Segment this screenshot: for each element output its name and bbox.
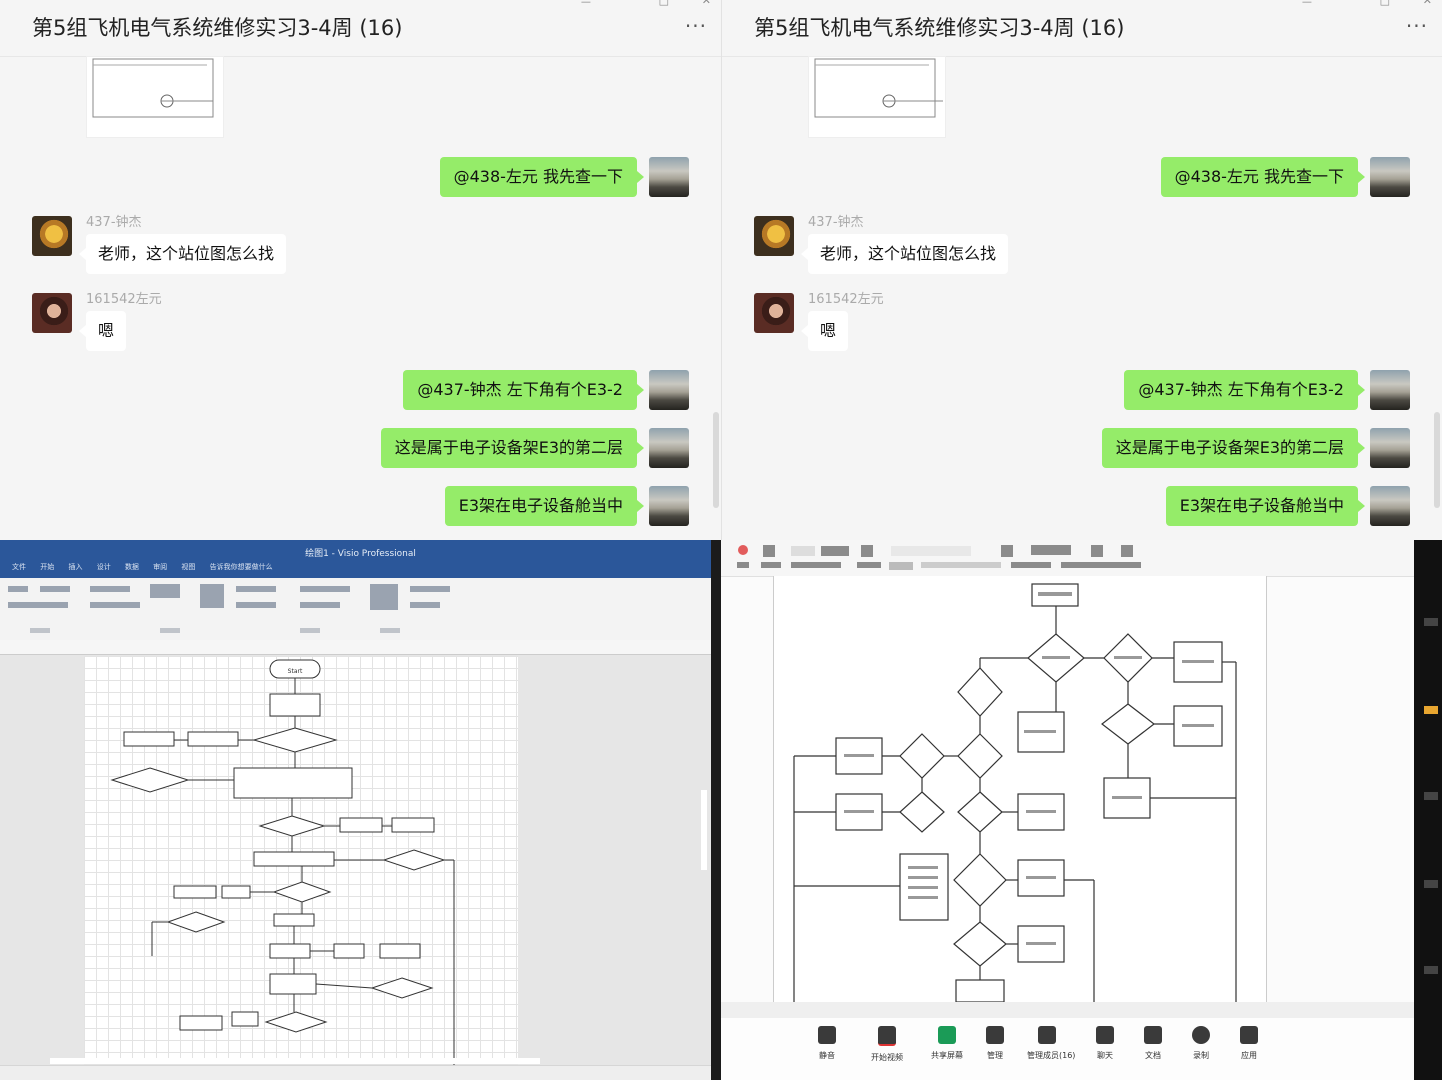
image-message-thumbnail[interactable] (86, 56, 224, 138)
chat-title: 第5组飞机电气系统维修实习3-4周 (16) (32, 16, 403, 40)
message-bubble-in[interactable]: 老师，这个站位图怎么找 (78, 234, 287, 274)
message-bubble-in[interactable]: 嗯 (78, 311, 127, 351)
tab-data[interactable]: 数据 (124, 563, 139, 571)
sender-name: 437-钟杰 (808, 215, 864, 230)
message-bubble-out[interactable]: E3架在电子设备舱当中 (1165, 486, 1366, 526)
avatar[interactable] (754, 216, 794, 256)
tab-insert[interactable]: 插入 (68, 563, 83, 571)
chat-header: ᅳ □ ✕ 第5组飞机电气系统维修实习3-4周 (16) ··· (722, 0, 1442, 57)
message-bubble-in[interactable]: 老师，这个站位图怎么找 (800, 234, 1009, 274)
maximize-icon[interactable]: □ (1379, 0, 1390, 7)
message-bubble-out[interactable]: 这是属于电子设备架E3的第二层 (1101, 428, 1366, 468)
message-bubble-out[interactable]: @437-钟杰 左下角有个E3-2 (1124, 370, 1365, 410)
tell-me-search[interactable]: 告诉我你想要做什么 (209, 563, 273, 571)
camera-off-icon (878, 1026, 896, 1046)
avatar[interactable] (32, 293, 72, 333)
more-options-icon[interactable]: ··· (684, 14, 707, 38)
close-icon[interactable]: ✕ (701, 0, 711, 7)
horizontal-scrollbar[interactable] (50, 1058, 540, 1064)
tab-review[interactable]: 审阅 (153, 563, 168, 571)
host-icon (986, 1026, 1004, 1044)
window-title: 绘图1 - Visio Professional (305, 549, 416, 559)
share-screen-icon (938, 1026, 956, 1044)
participant-indicator (1424, 706, 1438, 714)
chat-window-right: ᅳ □ ✕ 第5组飞机电气系统维修实习3-4周 (16) ··· @438-左元… (721, 0, 1442, 540)
sender-name: 161542左元 (86, 292, 162, 307)
members-button[interactable]: 管理成员(16) (1027, 1026, 1075, 1061)
status-bar (0, 1065, 721, 1080)
image-message-thumbnail[interactable] (808, 56, 946, 138)
avatar[interactable] (1370, 428, 1410, 468)
more-options-icon[interactable]: ··· (1405, 14, 1428, 38)
flowchart-document[interactable] (773, 576, 1267, 1003)
participant-indicator (1424, 966, 1438, 974)
scrollbar[interactable] (1434, 412, 1440, 508)
ribbon-tabs: 文件 开始 插入 设计 数据 审阅 视图 告诉我你想要做什么 (0, 562, 721, 578)
ruler (0, 640, 721, 655)
message-bubble-in[interactable]: 嗯 (800, 311, 849, 351)
mute-button[interactable]: 静音 (807, 1026, 847, 1061)
message-bubble-out[interactable]: 这是属于电子设备架E3的第二层 (380, 428, 645, 468)
participant-strip (1414, 540, 1442, 1080)
minimize-icon[interactable]: ᅳ (1301, 0, 1312, 9)
chat-button[interactable]: 聊天 (1085, 1026, 1125, 1061)
chat-title: 第5组飞机电气系统维修实习3-4周 (16) (754, 16, 1125, 40)
tab-home[interactable]: 开始 (40, 563, 55, 571)
record-icon (1192, 1026, 1210, 1044)
tab-file[interactable]: 文件 (12, 563, 26, 571)
document-button[interactable]: 文档 (1133, 1026, 1173, 1061)
tab-design[interactable]: 设计 (96, 563, 111, 571)
meeting-screen-share: 静音 开始视频 共享屏幕 管理 管理成员(16) 聊天 文档 录制 应用 (721, 540, 1442, 1080)
avatar[interactable] (32, 216, 72, 256)
document-icon (1144, 1026, 1162, 1044)
message-bubble-out[interactable]: @438-左元 我先查一下 (1160, 157, 1366, 197)
avatar[interactable] (1370, 370, 1410, 410)
visio-window: 绘图1 - Visio Professional 文件 开始 插入 设计 数据 … (0, 540, 721, 1080)
avatar[interactable] (1370, 157, 1410, 197)
avatar[interactable] (649, 486, 689, 526)
avatar[interactable] (649, 370, 689, 410)
share-screen-button[interactable]: 共享屏幕 (927, 1026, 967, 1061)
scrollbar[interactable] (713, 412, 719, 508)
ribbon-toolbar[interactable] (0, 578, 721, 641)
vertical-scrollbar[interactable] (701, 790, 707, 870)
sender-name: 161542左元 (808, 292, 884, 307)
microphone-icon (818, 1026, 836, 1044)
avatar[interactable] (649, 157, 689, 197)
members-icon (1038, 1026, 1056, 1044)
pdf-toolbar[interactable] (721, 540, 1442, 577)
tab-view[interactable]: 视图 (181, 563, 196, 571)
pdf-status-bar (721, 1002, 1442, 1018)
participant-indicator (1424, 880, 1438, 888)
participant-indicator (1424, 618, 1438, 626)
manage-button[interactable]: 管理 (975, 1026, 1015, 1061)
chat-window-left: ᅳ □ ✕ 第5组飞机电气系统维修实习3-4周 (16) ··· @438-左元… (0, 0, 721, 540)
maximize-icon[interactable]: □ (658, 0, 669, 7)
participant-indicator (1424, 792, 1438, 800)
apps-button[interactable]: 应用 (1229, 1026, 1269, 1061)
avatar[interactable] (1370, 486, 1410, 526)
close-icon[interactable]: ✕ (1422, 0, 1432, 7)
apps-grid-icon (1240, 1026, 1258, 1044)
record-button[interactable]: 录制 (1181, 1026, 1221, 1061)
window-edge (711, 540, 721, 1080)
chat-header: ᅳ □ ✕ 第5组飞机电气系统维修实习3-4周 (16) ··· (0, 0, 721, 57)
chat-icon (1096, 1026, 1114, 1044)
avatar[interactable] (649, 428, 689, 468)
message-bubble-out[interactable]: @437-钟杰 左下角有个E3-2 (403, 370, 644, 410)
minimize-icon[interactable]: ᅳ (580, 0, 591, 9)
sender-name: 437-钟杰 (86, 215, 142, 230)
meeting-toolbar: 静音 开始视频 共享屏幕 管理 管理成员(16) 聊天 文档 录制 应用 (721, 1018, 1412, 1080)
start-video-button[interactable]: 开始视频 (867, 1026, 907, 1063)
avatar[interactable] (754, 293, 794, 333)
message-bubble-out[interactable]: E3架在电子设备舱当中 (444, 486, 645, 526)
message-bubble-out[interactable]: @438-左元 我先查一下 (439, 157, 645, 197)
start-terminator-label: Start (288, 668, 303, 675)
drawing-canvas[interactable]: Start (84, 656, 518, 1068)
